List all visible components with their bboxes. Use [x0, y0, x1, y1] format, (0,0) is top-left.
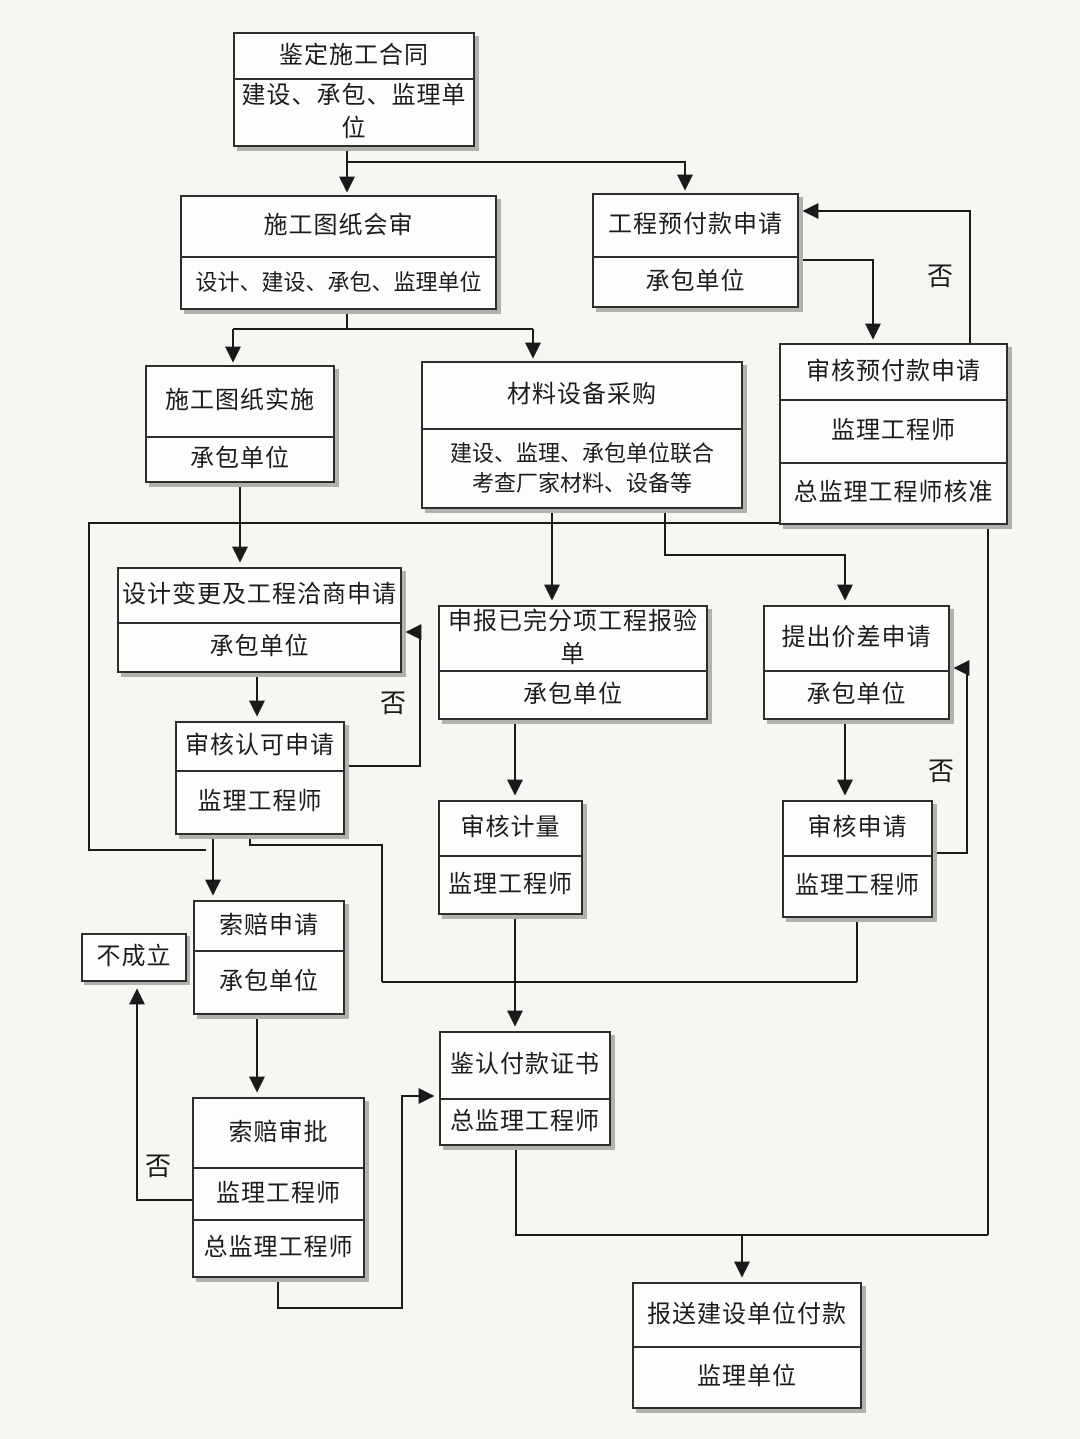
arrow-no-claim-not-established [129, 988, 192, 1201]
node-responsible: 承包单位 [765, 670, 948, 718]
node-title: 报送建设单位付款 [647, 1300, 847, 1328]
node-title: 材料设备采购 [507, 381, 657, 409]
line-drawing-review-split [233, 310, 533, 330]
node-title: 鉴定施工合同 [279, 41, 429, 69]
node-advance-payment-application: 工程预付款申请 承包单位 [592, 193, 799, 308]
node-title: 鉴认付款证书 [450, 1051, 600, 1079]
node-responsible: 承包单位 [119, 622, 400, 671]
node-responsible: 建设、承包、监理单位 [235, 78, 473, 145]
node-claim-application: 索赔申请 承包单位 [193, 900, 345, 1015]
node-responsible: 监理单位 [634, 1346, 860, 1407]
node-title: 工程预付款申请 [608, 211, 783, 239]
node-responsible: 建设、监理、承包单位联合 考查厂家材料、设备等 [423, 428, 741, 507]
node-responsible: 设计、建设、承包、监理单位 [182, 256, 495, 308]
node-review-approval-application: 审核认可申请 监理工程师 [175, 721, 345, 835]
node-review-advance-payment: 审核预付款申请 监理工程师 总监理工程师核准 [779, 343, 1008, 525]
arrow-claim-approval-to-certificate [277, 1088, 435, 1309]
node-title: 索赔审批 [228, 1118, 329, 1146]
node-title: 施工图纸会审 [263, 212, 414, 240]
node-drawing-joint-review: 施工图纸会审 设计、建设、承包、监理单位 [180, 195, 497, 310]
node-responsible: 承包单位 [195, 950, 343, 1013]
node-not-established: 不成立 [81, 933, 187, 982]
node-responsible-line1: 建设、监理、承包单位联合 [449, 440, 714, 466]
node-title: 审核预付款申请 [806, 357, 981, 385]
arrow-no-review-return-design-change [345, 624, 422, 767]
line-review-to-certificate-collector [249, 835, 383, 982]
node-title: 审核申请 [807, 814, 908, 842]
node-responsible: 监理工程师 [440, 855, 581, 913]
arrow-no-review-return-price-difference [933, 660, 970, 854]
arrow-contract-to-advance-payment [347, 161, 693, 191]
node-payment-certificate: 鉴认付款证书 总监理工程师 [439, 1031, 611, 1146]
node-claim-approval: 索赔审批 监理工程师 总监理工程师 [192, 1097, 365, 1278]
arrow-no-advance-review-return [802, 203, 971, 343]
line-certificate-to-final [515, 1146, 988, 1236]
node-responsible: 总监理工程师 [441, 1098, 609, 1144]
node-responsible: 承包单位 [440, 670, 706, 718]
node-price-difference-application: 提出价差申请 承包单位 [763, 605, 950, 720]
edge-label-no-claim: 否 [145, 1151, 172, 1181]
node-approver: 总监理工程师 [194, 1219, 363, 1276]
node-material-equipment-procurement: 材料设备采购 建设、监理、承包单位联合 考查厂家材料、设备等 [421, 361, 743, 509]
node-responsible: 承包单位 [594, 256, 797, 306]
node-approver: 总监理工程师核准 [781, 462, 1006, 523]
edge-label-no-advance-payment: 否 [927, 261, 954, 291]
node-responsible-line2: 考查厂家材料、设备等 [471, 470, 692, 496]
line-certificate-collector [382, 918, 858, 983]
node-design-change-application: 设计变更及工程洽商申请 承包单位 [117, 567, 402, 673]
node-title: 索赔申请 [219, 911, 319, 939]
edges [88, 147, 989, 1309]
node-submit-owner-payment: 报送建设单位付款 监理单位 [632, 1282, 862, 1409]
edge-label-no-design-change: 否 [380, 688, 407, 718]
node-identify-construction-contract: 鉴定施工合同 建设、承包、监理单位 [233, 32, 475, 147]
arrow-advance-application-to-review [799, 259, 881, 340]
node-responsible: 监理工程师 [784, 855, 931, 916]
node-title: 审核计量 [460, 814, 561, 842]
node-title: 申报已完分项工程报验单 [448, 608, 698, 668]
node-responsible: 承包单位 [147, 436, 333, 481]
node-completed-work-inspection-form: 申报已完分项工程报验单 承包单位 [438, 605, 708, 720]
node-review-measurement: 审核计量 监理工程师 [438, 800, 583, 915]
node-responsible: 监理工程师 [177, 770, 343, 833]
node-title: 设计变更及工程洽商申请 [122, 581, 397, 609]
edge-label-no-price-difference: 否 [928, 756, 955, 786]
line-left-bypass [88, 522, 988, 851]
node-title: 施工图纸实施 [165, 387, 315, 415]
node-review-application: 审核申请 监理工程师 [782, 800, 933, 918]
node-responsible: 监理工程师 [781, 399, 1006, 462]
node-title: 提出价差申请 [781, 624, 932, 652]
node-title: 审核认可申请 [185, 732, 335, 760]
arrow-procurement-to-price-difference [664, 509, 853, 601]
node-responsible: 监理工程师 [194, 1167, 363, 1219]
node-drawing-implementation: 施工图纸实施 承包单位 [145, 365, 335, 483]
node-title: 不成立 [96, 943, 172, 971]
